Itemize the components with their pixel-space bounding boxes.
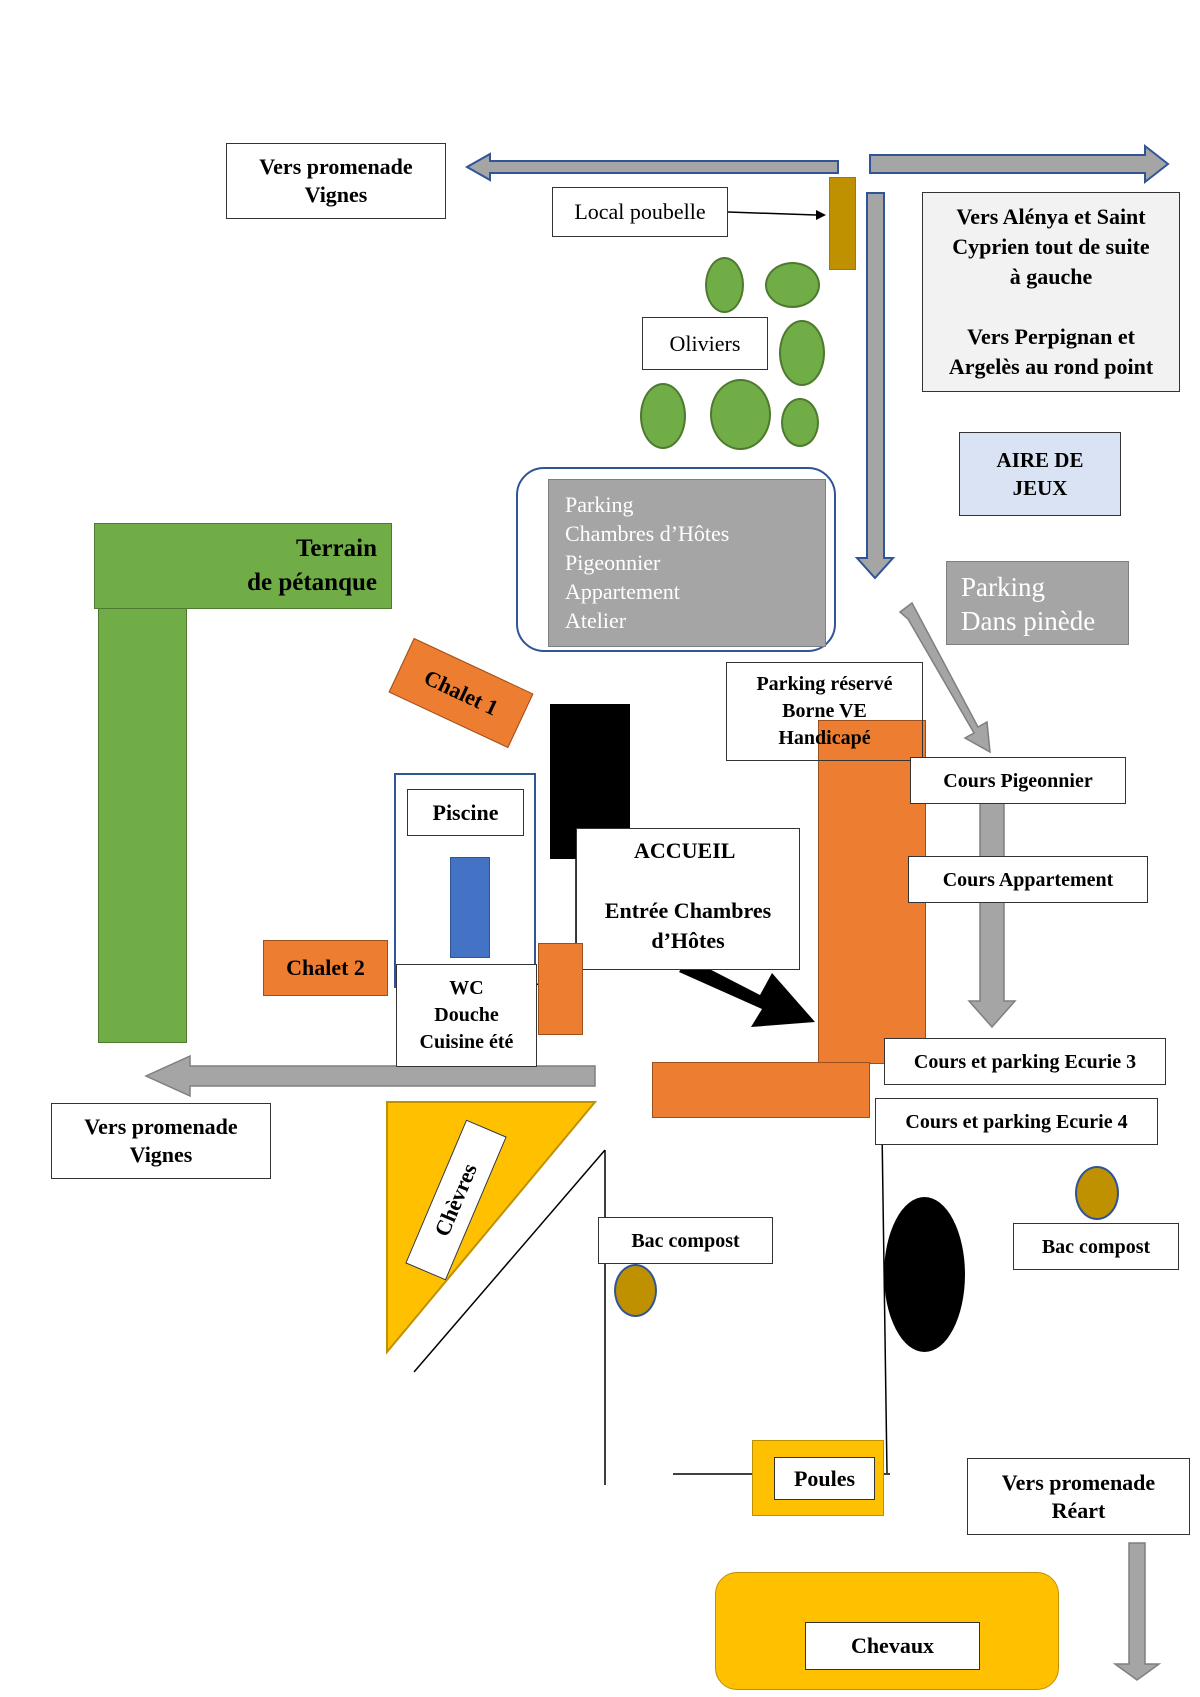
parking-pinede-line: Parking: [961, 572, 1045, 602]
label-line: WC: [449, 977, 484, 999]
parking-main-line: Pigeonnier: [565, 550, 661, 575]
label-line: JEUX: [1012, 476, 1068, 500]
label-cours-appartement: Cours Appartement: [908, 856, 1148, 903]
parking-main-line: Atelier: [565, 608, 627, 633]
label-line: Local poubelle: [574, 199, 706, 224]
label-line: Cours Pigeonnier: [943, 769, 1093, 792]
label-wc-douche-cuisine: WC Douche Cuisine été: [396, 964, 537, 1067]
arrow-down-entrance: [854, 192, 896, 580]
arrow-to-reart: [1112, 1542, 1162, 1681]
petanque-court-strip: [98, 608, 187, 1043]
parking-main-line: Chambres d’Hôtes: [565, 521, 730, 546]
label-piscine: Piscine: [407, 789, 524, 836]
arrow-to-alenya: [869, 143, 1170, 185]
label-line: Réart: [1051, 1497, 1106, 1523]
label-line: AIRE DE: [996, 448, 1084, 472]
parking-main-line: Appartement: [565, 579, 680, 604]
olive-tree: [710, 379, 771, 450]
black-oval-tree: [884, 1197, 965, 1352]
label-entree-chambres: Entrée Chambres d’Hôtes: [580, 896, 796, 956]
compost-bin-left: [614, 1264, 657, 1317]
label-line: Vers promenade: [1001, 1469, 1156, 1495]
label-line: Vignes: [129, 1142, 193, 1167]
main-building-horizontal: [652, 1062, 870, 1118]
swimming-pool: [450, 857, 490, 958]
label-line: Terrain: [295, 535, 377, 562]
label-ecurie-4: Cours et parking Ecurie 4: [875, 1098, 1158, 1145]
parking-main: Parking Chambres d’Hôtes Pigeonnier Appa…: [548, 479, 826, 647]
label-chevaux: Chevaux: [805, 1622, 980, 1670]
small-building: [538, 943, 583, 1035]
label-line: Borne VE: [782, 700, 867, 722]
petanque-court-header: Terrain de pétanque: [94, 523, 392, 609]
chalet-2: Chalet 2: [263, 940, 388, 996]
parking-pinede: Parking Dans pinède: [946, 561, 1129, 645]
label-line: Bac compost: [1041, 1235, 1151, 1258]
label-directions: Vers Alénya et Saint Cyprien tout de sui…: [922, 192, 1180, 392]
label-line: Douche: [434, 1004, 499, 1026]
label-line: Cours et parking Ecurie 3: [913, 1050, 1137, 1073]
label-line: Vers Perpignan et: [967, 324, 1135, 349]
label-line: Vers Alénya et Saint: [956, 204, 1146, 229]
label-oliviers: Oliviers: [642, 317, 768, 370]
label-line: Vers promenade: [84, 1114, 238, 1139]
label-line: Chevaux: [850, 1633, 935, 1658]
label-cours-pigeonnier: Cours Pigeonnier: [910, 757, 1126, 804]
label-line: de pétanque: [247, 569, 377, 596]
olive-tree: [779, 320, 825, 386]
label-line: Argelès au rond point: [948, 354, 1154, 379]
chalet-1: Chalet 1: [388, 637, 534, 749]
compost-bin-right: [1075, 1166, 1119, 1220]
parking-pinede-line: Dans pinède: [961, 606, 1096, 636]
label-line: Bac compost: [631, 1229, 740, 1252]
olive-tree: [705, 257, 744, 313]
label-line: Entrée Chambres: [604, 898, 772, 923]
label-line: d’Hôtes: [651, 928, 725, 953]
olive-tree: [765, 262, 820, 308]
label-line: Chalet 2: [286, 955, 365, 980]
olive-tree: [640, 383, 686, 449]
arrow-to-vignes-top: [464, 152, 839, 182]
label-poules: Poules: [774, 1457, 875, 1500]
olive-tree: [781, 398, 819, 447]
bin-shed: [829, 177, 856, 270]
label-line: Cours et parking Ecurie 4: [905, 1110, 1128, 1133]
label-line: Oliviers: [669, 330, 741, 356]
label-line: à gauche: [1009, 264, 1093, 289]
label-parking-reserve: Parking réservé Borne VE Handicapé: [726, 662, 923, 761]
goat-pen: [386, 1101, 598, 1355]
label-bac-compost-right: Bac compost: [1013, 1223, 1179, 1270]
parking-area-outline: [516, 467, 836, 652]
label-line: Handicapé: [778, 727, 871, 749]
label-line: Parking réservé: [756, 673, 893, 695]
label-line: Piscine: [432, 799, 499, 825]
label-vers-vignes-top: Vers promenade Vignes: [226, 143, 446, 219]
label-line: Chalet 1: [420, 664, 503, 721]
label-line: Cyprien tout de suite: [952, 234, 1150, 259]
label-line: Vignes: [304, 182, 368, 207]
label-local-poubelle: Local poubelle: [552, 187, 728, 237]
label-ecurie-3: Cours et parking Ecurie 3: [884, 1038, 1166, 1085]
label-line: Poules: [793, 1465, 856, 1491]
arrow-down-ecuries: [967, 801, 1017, 1029]
label-line: Cuisine été: [419, 1031, 514, 1053]
accueil-building: [576, 828, 800, 970]
label-vers-reart: Vers promenade Réart: [967, 1458, 1190, 1535]
label-accueil: ACCUEIL: [634, 838, 736, 863]
label-aire-de-jeux: AIRE DE JEUX: [959, 432, 1121, 516]
label-line: Vers promenade: [259, 154, 413, 179]
label-line: Cours Appartement: [942, 868, 1114, 891]
parking-main-line: Parking: [565, 492, 634, 517]
label-vers-vignes-bottom: Vers promenade Vignes: [51, 1103, 271, 1179]
label-bac-compost-left: Bac compost: [598, 1217, 773, 1264]
